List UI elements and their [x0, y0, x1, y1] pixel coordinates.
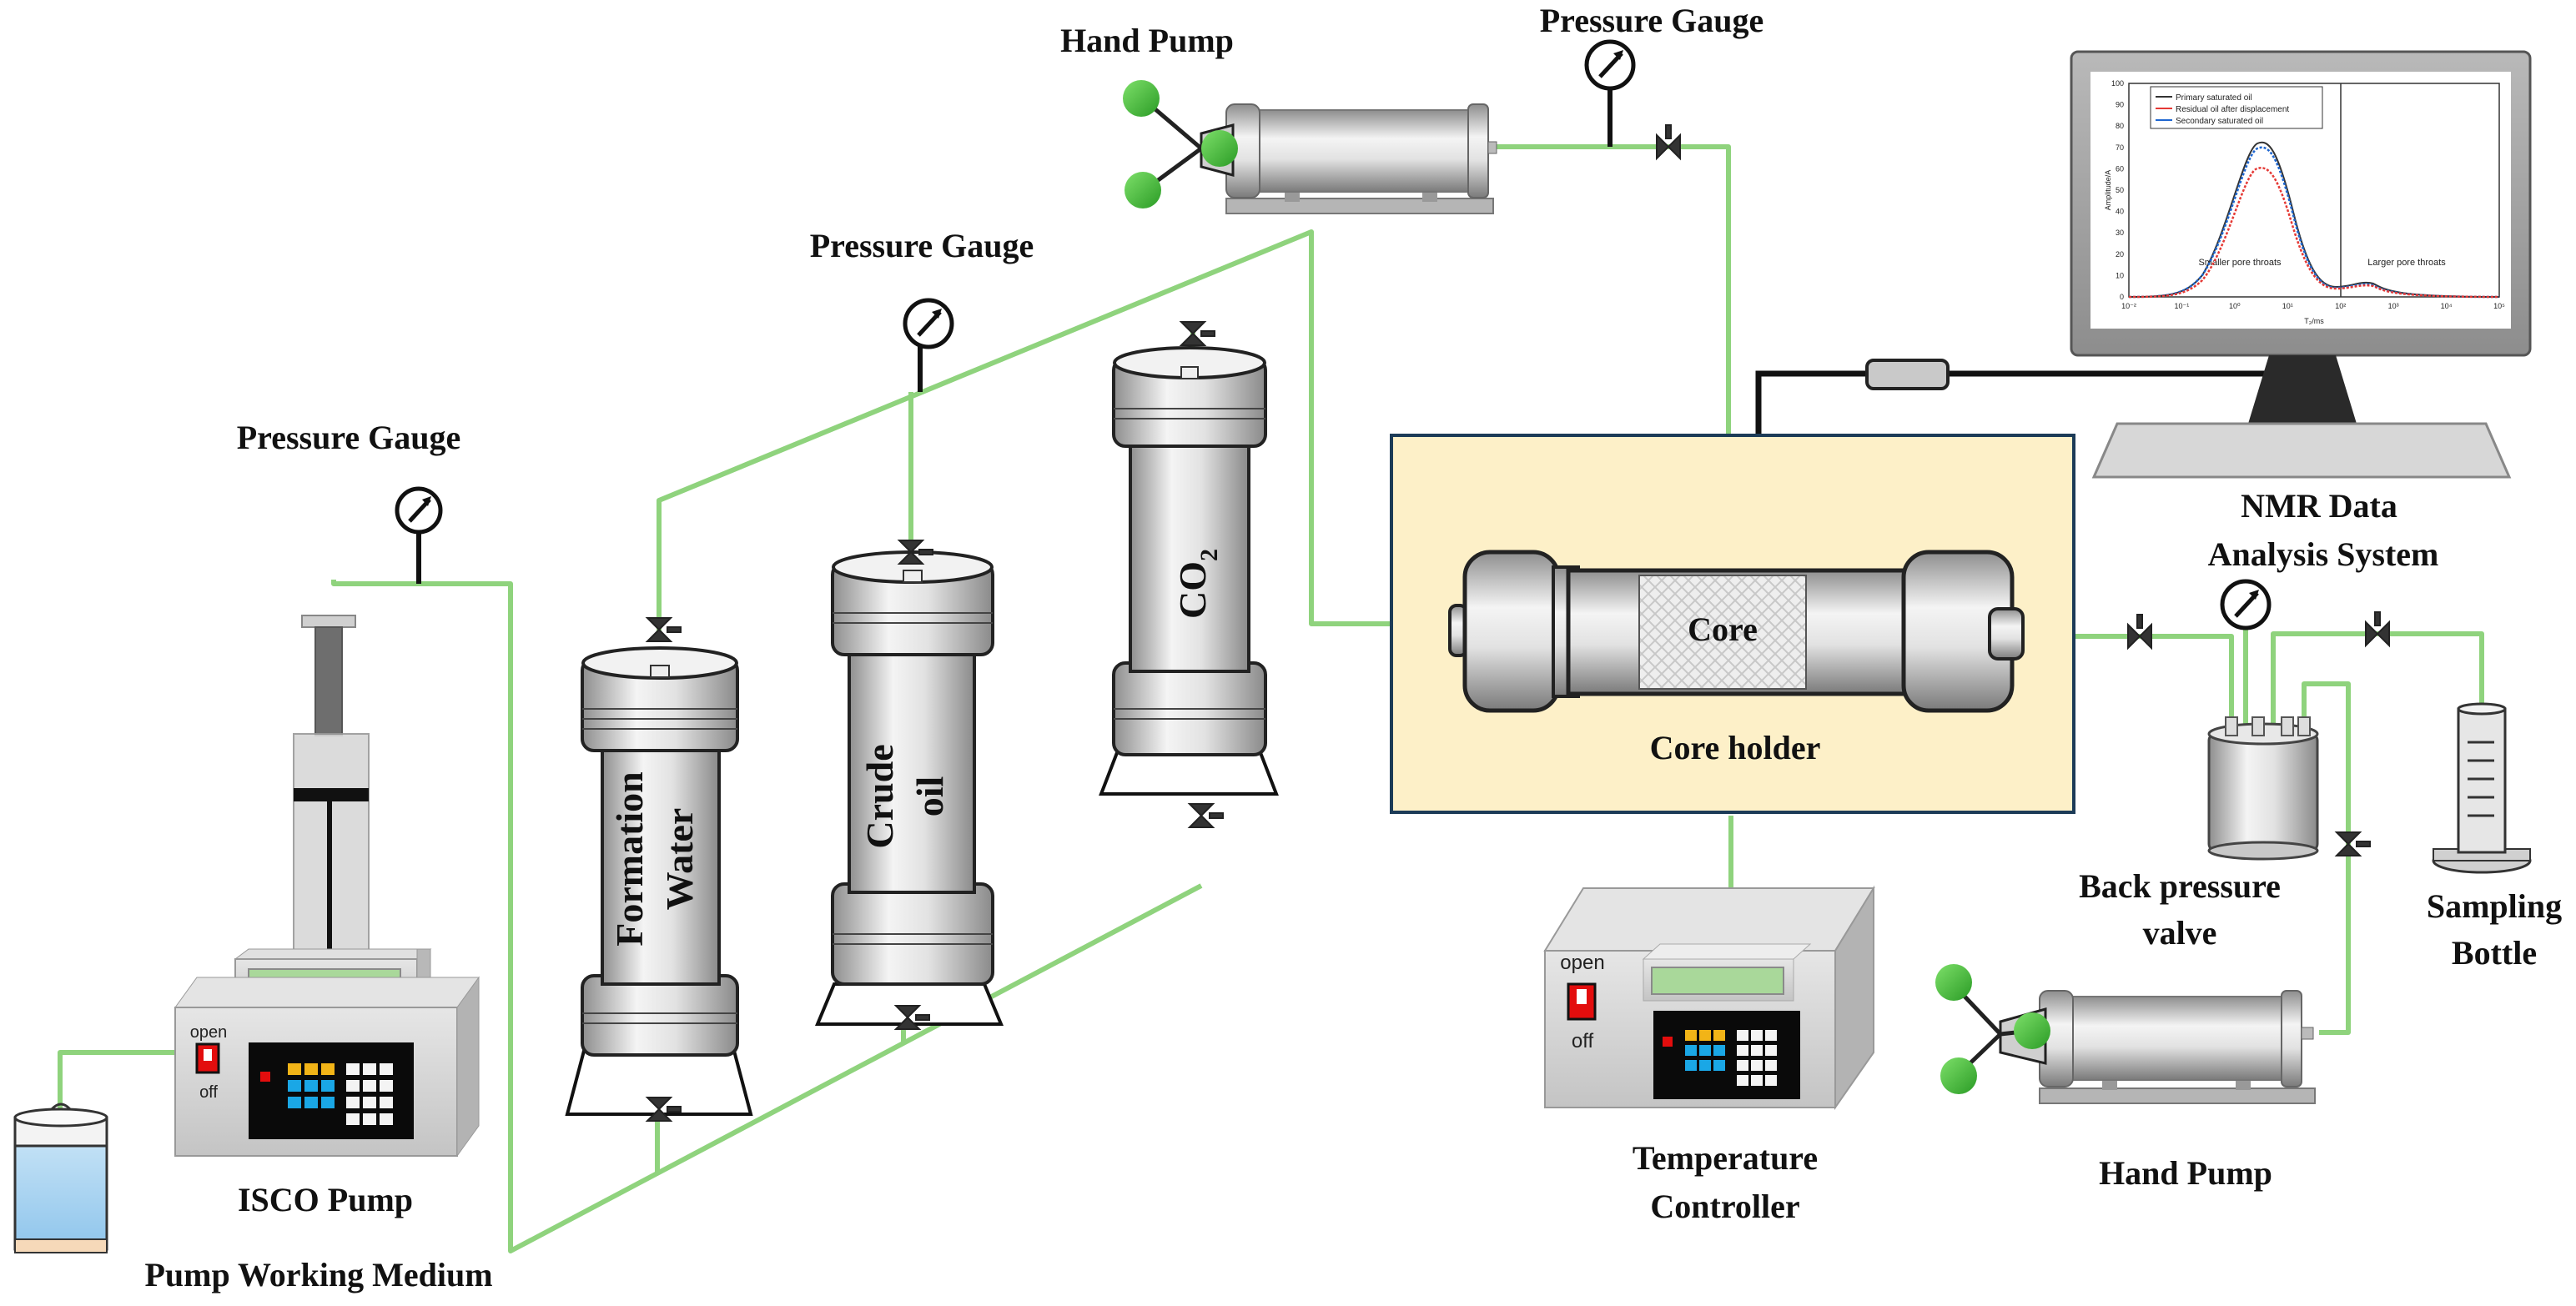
nmr-xtick-label: 10¹: [2282, 302, 2293, 310]
nmr-xtick-label: 10⁻¹: [2175, 302, 2190, 310]
nmr-xtick-label: 10⁵: [2493, 302, 2505, 310]
pressure-gauge-mid-label: Pressure Gauge: [810, 227, 1034, 264]
valve-icon: [645, 1097, 682, 1122]
nmr-region-large: Larger pore throats: [2367, 258, 2446, 268]
nmr-legend-item: Secondary saturated oil: [2176, 117, 2263, 126]
nmr-label-1: NMR Data: [2241, 487, 2397, 525]
back-pressure-label-2: valve: [2143, 914, 2217, 952]
core-sample: [1638, 575, 1807, 690]
hand-pump-top: [1123, 80, 1497, 214]
sampling-bottle: [2432, 702, 2532, 874]
formation-water-label-1: Formation: [608, 771, 651, 947]
hand-pump-top-label: Hand Pump: [1060, 22, 1234, 59]
nmr-ytick-label: 30: [2116, 229, 2124, 237]
pump-medium-label: Pump Working Medium: [144, 1256, 492, 1293]
nmr-xtick-label: 10⁴: [2441, 302, 2453, 310]
gauge-icon-left: [395, 486, 443, 584]
nmr-ytick-label: 90: [2116, 101, 2124, 109]
nmr-legend-item: Primary saturated oil: [2176, 93, 2252, 103]
nmr-ytick-label: 10: [2116, 271, 2124, 279]
valve-icon: [893, 1005, 930, 1030]
temperature-label-1: Temperature: [1633, 1139, 1818, 1177]
nmr-xtick-label: 10²: [2335, 302, 2346, 310]
pipe-network: [58, 144, 2484, 1253]
back-pressure-label-1: Back pressure: [2079, 867, 2281, 905]
core-holder-label: Core holder: [1650, 729, 1821, 766]
temp-off-label: off: [1572, 1030, 1594, 1052]
temp-open-label: open: [1560, 952, 1604, 974]
valve-icon: [2365, 611, 2390, 648]
crude-oil-label-2: oil: [908, 776, 951, 817]
valve-icon: [897, 540, 933, 565]
valves: [645, 124, 2390, 1122]
core-label: Core: [1688, 610, 1758, 648]
formation-water-vessel: Formation Water: [565, 646, 753, 1116]
formation-water-label-2: Water: [658, 808, 701, 911]
crude-oil-vessel: Crude oil: [815, 550, 1004, 1026]
nmr-ytick-label: 80: [2116, 122, 2124, 130]
nmr-legend: Primary saturated oil Residual oil after…: [2150, 86, 2323, 129]
nmr-ytick-label: 0: [2120, 293, 2124, 301]
isco-pump: open off: [174, 615, 480, 1158]
temperature-controller: open off: [1543, 885, 1875, 1111]
valve-icon: [1656, 124, 1681, 161]
nmr-chart-ylabel: Amplitude/A: [2104, 170, 2112, 211]
crude-oil-label-1: Crude: [858, 744, 901, 848]
valve-icon: [1187, 803, 1224, 828]
gauge-icon-mid: [903, 298, 954, 392]
sampling-label-1: Sampling: [2427, 887, 2562, 925]
valve-icon: [2334, 831, 2371, 856]
co2-vessel: CO2: [1099, 346, 1279, 796]
temperature-label-2: Controller: [1650, 1188, 1799, 1225]
nmr-label-2: Analysis System: [2208, 535, 2439, 573]
nmr-ytick-label: 70: [2116, 143, 2124, 152]
back-pressure-valve: [2207, 716, 2319, 861]
nmr-ytick-label: 50: [2116, 186, 2124, 194]
pump-working-medium-beaker: [13, 1103, 108, 1253]
core-holder-box: Core Core holder: [1390, 434, 2075, 814]
nmr-legend-item: Residual oil after displacement: [2176, 105, 2289, 114]
valve-icon: [645, 617, 682, 642]
valve-icon: [1179, 321, 1215, 346]
co2-label: CO2: [1171, 549, 1223, 619]
nmr-ytick-label: 20: [2116, 250, 2124, 259]
sampling-label-2: Bottle: [2452, 934, 2537, 972]
valve-icon: [2127, 614, 2152, 650]
nmr-series-residual: [2128, 167, 2500, 299]
nmr-xtick-label: 10⁻²: [2121, 302, 2136, 310]
nmr-chart-xlabel: T₂/ms: [2304, 317, 2324, 325]
pressure-gauge-top-label: Pressure Gauge: [1540, 2, 1764, 39]
isco-pump-label: ISCO Pump: [238, 1181, 413, 1218]
nmr-ytick-label: 100: [2111, 79, 2124, 88]
isco-open-label: open: [190, 1023, 228, 1042]
hand-pump-bottom: [1935, 964, 2316, 1104]
nmr-ytick-label: 40: [2116, 208, 2124, 216]
nmr-ytick-label: 60: [2116, 164, 2124, 173]
nmr-xtick-label: 10³: [2388, 302, 2399, 310]
diagram-labels: Hand Pump Pressure Gauge Pressure Gauge …: [144, 2, 2562, 1293]
nmr-region-small: Smaller pore throats: [2198, 258, 2282, 268]
nmr-xtick-label: 10⁰: [2229, 302, 2241, 310]
hand-pump-bottom-label: Hand Pump: [2099, 1154, 2272, 1192]
pressure-gauge-left-label: Pressure Gauge: [237, 419, 461, 456]
isco-off-label: off: [199, 1083, 218, 1102]
gauge-icon-outlet: [2220, 579, 2272, 726]
gauge-icon-top: [1584, 39, 1636, 147]
data-cable: [1755, 359, 2286, 434]
